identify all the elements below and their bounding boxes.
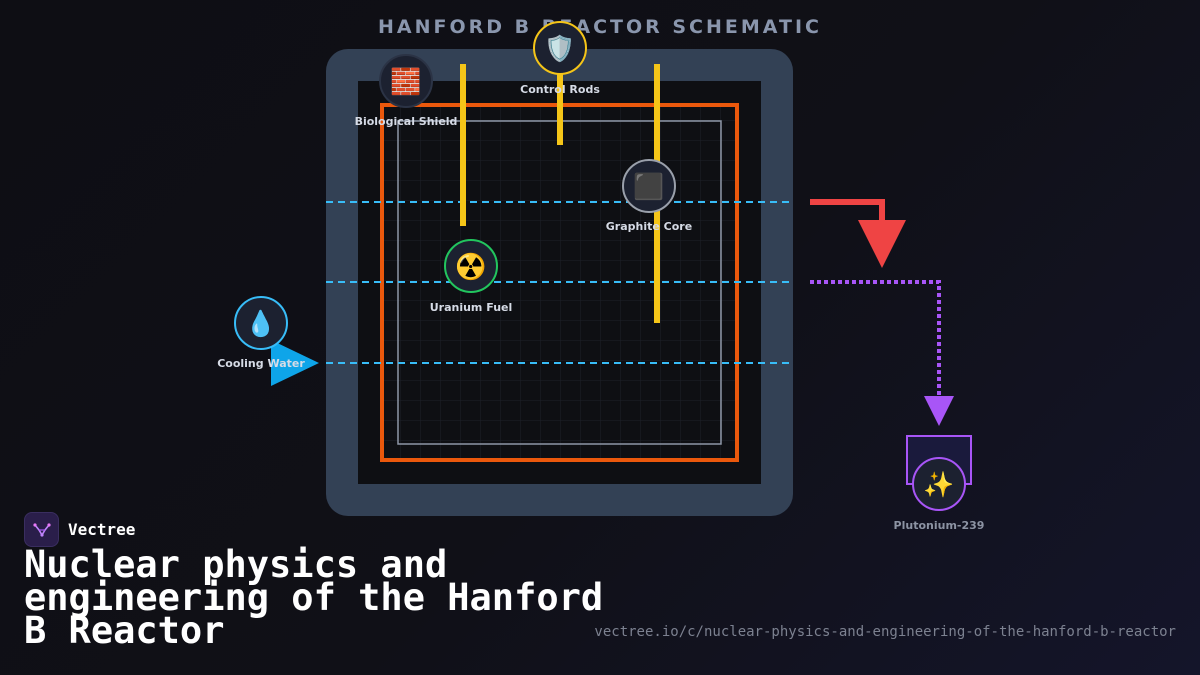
brick-icon: 🧱 bbox=[390, 67, 421, 96]
brand-name: Vectree bbox=[68, 520, 136, 539]
uranium-fuel-badge bbox=[444, 239, 498, 293]
uranium-fuel-label: Uranium Fuel bbox=[430, 301, 513, 314]
node-plutonium: ✨ Plutonium-239 bbox=[894, 457, 985, 532]
cooling-water-badge bbox=[234, 296, 288, 350]
plutonium-extraction-arrowhead bbox=[924, 396, 954, 426]
black-square-icon: ⬛ bbox=[633, 172, 664, 201]
control-rods-badge bbox=[533, 21, 587, 75]
plutonium-badge bbox=[912, 457, 966, 511]
control-rods-label: Control Rods bbox=[520, 83, 600, 96]
schematic-title: HANFORD B REACTOR SCHEMATIC bbox=[378, 16, 822, 38]
course-url: vectree.io/c/nuclear-physics-and-enginee… bbox=[594, 624, 1176, 640]
node-biological-shield: 🧱 Biological Shield bbox=[355, 54, 458, 128]
graphite-core-label: Graphite Core bbox=[606, 220, 692, 233]
brand: Vectree bbox=[24, 512, 135, 547]
page-headline: Nuclear physics and engineering of the H… bbox=[24, 543, 604, 652]
plutonium-label: Plutonium-239 bbox=[894, 519, 985, 532]
heat-output-path bbox=[810, 199, 885, 222]
plutonium-extraction-path bbox=[810, 280, 941, 398]
cooling-water-label: Cooling Water bbox=[217, 357, 305, 370]
graphite-core-badge bbox=[622, 159, 676, 213]
node-graphite-core: ⬛ Graphite Core bbox=[606, 159, 692, 233]
water-drop-icon: 💧 bbox=[245, 309, 276, 338]
cooling-water-inlet-arrow bbox=[271, 340, 319, 386]
biological-shield-badge bbox=[379, 54, 433, 108]
heat-output-arrowhead bbox=[858, 220, 906, 268]
vectree-logo-icon bbox=[24, 512, 59, 547]
node-uranium-fuel: ☢️ Uranium Fuel bbox=[430, 239, 513, 314]
sparkles-icon: ✨ bbox=[923, 470, 954, 499]
radioactive-icon: ☢️ bbox=[455, 252, 486, 281]
biological-shield-label: Biological Shield bbox=[355, 115, 458, 128]
node-cooling-water: 💧 Cooling Water bbox=[217, 296, 305, 370]
node-control-rods: 🛡️ Control Rods bbox=[520, 21, 600, 96]
shield-icon: 🛡️ bbox=[544, 34, 575, 63]
